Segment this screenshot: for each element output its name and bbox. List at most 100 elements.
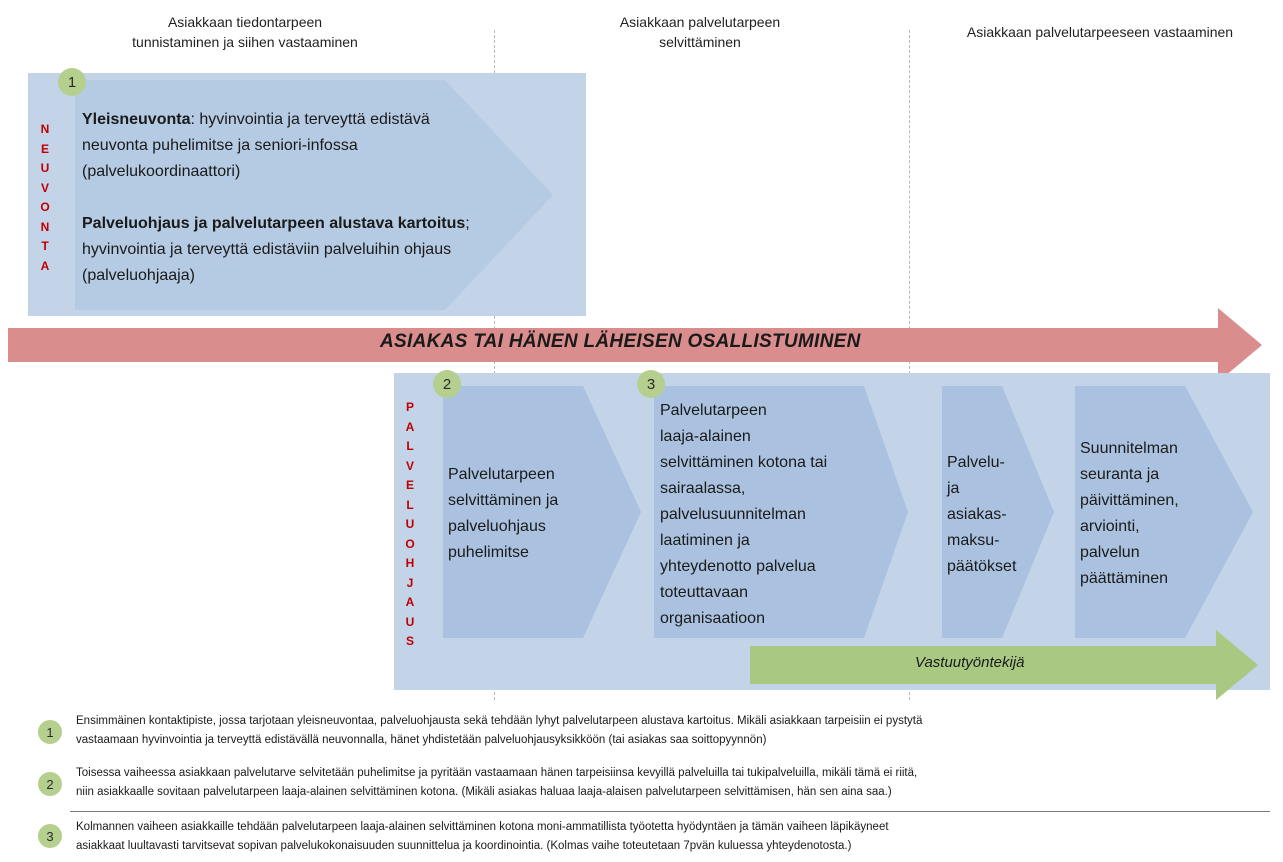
neuvonta-side-label-letter: A [40,258,50,273]
note-1-circle: 1 [38,720,62,744]
note-2-line2: niin asiakkaalle sovitaan palvelutarpeen… [76,786,892,798]
neuvonta-chevron [75,80,553,310]
step-3-line: Palvelutarpeen [660,402,767,419]
palveluohjaus-side-label-letter: A [405,595,415,609]
step-4-text: Palvelu- ja asiakas- maksu- päätökset [947,450,1016,580]
neuvonta-side-label-letter: O [40,200,50,214]
palveluohjaus-text: ; hyvinvointia ja terveyttä edistäviin p… [82,215,470,284]
palveluohjaus-side-label-letter: J [406,575,414,590]
column-divider-1 [494,30,495,700]
step-2-line: selvittäminen ja [448,492,559,509]
note-2-number: 2 [46,776,54,792]
note-3-text: Kolmannen vaiheen asiakkaille tehdään pa… [76,818,1266,856]
column-header-2-line1: Asiakkaan palvelutarpeen [619,14,781,30]
yleisneuvonta-heading: Yleisneuvonta [82,111,191,128]
note-1: 1 Ensimmäinen kontaktipiste, jossa tarjo… [38,712,1268,754]
note-3-line2: asiakkaat luultavasti tarvitsevat sopiva… [76,840,852,852]
step-2-chevron [443,386,641,638]
palveluohjaus-side-label-letter: L [406,497,414,512]
step-3-line: palvelusuunnitelman [660,506,806,523]
note-3-line1: Kolmannen vaiheen asiakkaille tehdään pa… [76,821,889,833]
palveluohjaus-side-label-letter: U [405,517,415,531]
participation-arrow [8,308,1262,382]
step-3-line: organisaatioon [660,610,765,627]
step-2-number: 2 [442,375,452,393]
step-1-circle: 1 [58,68,86,96]
note-1-line2: vastaamaan hyvinvointia ja terveyttä edi… [76,734,767,746]
neuvonta-paragraph-2: Palveluohjaus ja palvelutarpeen alustava… [82,211,472,289]
step-3-number: 3 [646,375,656,393]
step-4-line: asiakas- [947,506,1007,523]
neuvonta-side-label-letter: T [41,239,49,253]
column-header-1-line2: tunnistaminen ja siihen vastaaminen [132,34,358,50]
column-header-2: Asiakkaan palvelutarpeen selvittäminen [565,12,835,52]
step-2-line: puhelimitse [448,544,529,561]
palveluohjaus-side-label-letter: P [405,400,414,414]
column-header-3: Asiakkaan palvelutarpeeseen vastaaminen [920,22,1280,42]
step-4-line: ja [947,480,960,497]
yleisneuvonta-text: : hyvinvointia ja terveyttä edistävä neu… [82,111,430,180]
responsible-worker-label: Vastuutyöntekijä [915,654,1025,671]
step-3-text: Palvelutarpeen laaja-alainen selvittämin… [660,398,827,632]
palveluohjaus-side-label-letter: V [405,458,414,473]
neuvonta-side-label-letter: V [40,180,49,195]
step-3-line: yhteydenotto palvelua [660,558,816,575]
note-3: 3 Kolmannen vaiheen asiakkaille tehdään … [38,818,1268,860]
step-3-line: laatiminen ja [660,532,750,549]
step-4-chevron [942,386,1054,638]
neuvonta-side-label-letter: U [40,161,50,175]
participation-arrow-label: ASIAKAS TAI HÄNEN LÄHEISEN OSALLISTUMINE… [380,331,861,352]
step-3-chevron [654,386,908,638]
step-2-line: Palvelutarpeen [448,466,555,483]
step-5-text: Suunnitelman seuranta ja päivittäminen, … [1080,436,1179,592]
palveluohjaus-side-label-letter: S [405,634,414,648]
note-1-text: Ensimmäinen kontaktipiste, jossa tarjota… [76,712,1266,750]
column-header-1-line1: Asiakkaan tiedontarpeen [167,14,323,30]
step-5-line: päättäminen [1080,570,1169,587]
palveluohjaus-side-label-letter: E [405,478,414,492]
neuvonta-side-label-letter: E [40,141,49,156]
step-5-line: päivittäminen, [1080,492,1179,509]
step-5-line: seuranta ja [1080,466,1160,483]
palveluohjaus-heading: Palveluohjaus ja palvelutarpeen alustava… [82,215,466,232]
step-3-circle: 3 [637,370,665,398]
step-4-line: Palvelu- [947,454,1005,471]
step-4-line: maksu- [947,532,1000,549]
palveluohjaus-side-label-letter: H [405,556,415,570]
neuvonta-side-label-letter: N [40,219,50,234]
note-2: 2 Toisessa vaiheessa asiakkaan palveluta… [38,764,1268,806]
note-1-line1: Ensimmäinen kontaktipiste, jossa tarjota… [76,715,923,727]
step-2-circle: 2 [433,370,461,398]
neuvonta-side-label-letter: N [40,122,50,136]
palveluohjaus-side-label-letter: A [405,419,415,434]
note-3-circle: 3 [38,824,62,848]
step-4-line: päätökset [947,558,1017,575]
note-1-number: 1 [46,724,54,740]
step-5-chevron [1075,386,1253,638]
step-5-line: arviointi, [1080,518,1140,535]
palveluohjaus-side-label-letter: O [405,536,415,551]
note-separator [70,811,1270,812]
column-header-1: Asiakkaan tiedontarpeen tunnistaminen ja… [95,12,395,52]
step-1-number: 1 [67,73,77,91]
step-3-line: toteuttavaan [660,584,749,601]
responsible-worker-arrow [750,630,1258,700]
step-2-text: Palvelutarpeen selvittäminen ja palveluo… [448,462,558,566]
column-header-2-line2: selvittäminen [659,34,741,50]
column-header-3-line1: Asiakkaan palvelutarpeeseen vastaaminen [966,24,1234,40]
step-3-line: laaja-alainen [660,428,751,445]
note-2-circle: 2 [38,772,62,796]
step-3-line: sairaalassa, [660,480,746,497]
note-2-text: Toisessa vaiheessa asiakkaan palvelutarv… [76,764,1266,802]
column-divider-2 [909,30,910,700]
note-3-number: 3 [46,828,54,844]
neuvonta-paragraph-1: Yleisneuvonta: hyvinvointia ja terveyttä… [82,107,497,185]
note-2-line1: Toisessa vaiheessa asiakkaan palvelutarv… [76,767,918,779]
step-3-line: selvittäminen kotona tai [660,454,828,471]
step-5-line: Suunnitelman [1080,440,1178,457]
step-2-line: palveluohjaus [448,518,546,535]
palveluohjaus-side-label-letter: U [405,614,415,629]
palveluohjaus-side-label-letter: L [406,439,414,453]
